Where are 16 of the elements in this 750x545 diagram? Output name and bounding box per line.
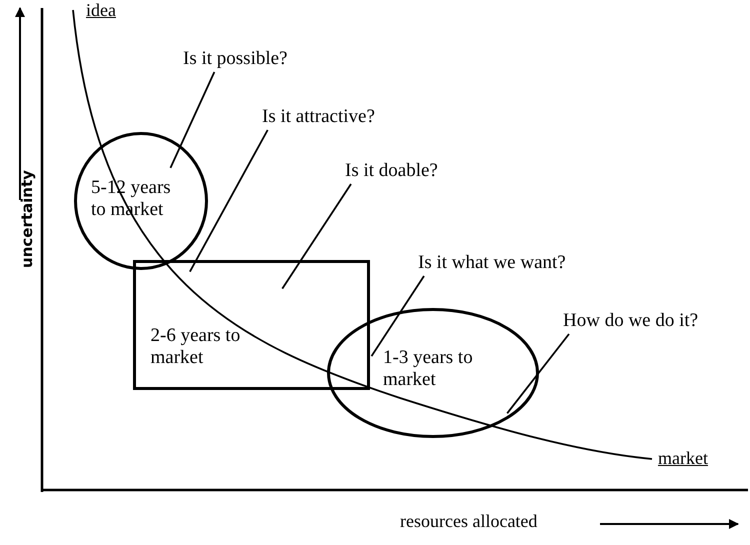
axis-title: resources allocated — [400, 511, 538, 532]
axis-title: uncertainty — [18, 170, 36, 268]
axis-end-label: idea — [86, 0, 116, 21]
question-text: Is it doable? — [345, 160, 438, 182]
question-text: Is it attractive? — [262, 106, 375, 128]
question-text: Is it what we want? — [418, 252, 566, 274]
leader-line — [189, 130, 268, 272]
question-text: How do we do it? — [563, 310, 698, 332]
axis-end-label: market — [658, 448, 708, 469]
question-text: Is it possible? — [183, 48, 288, 70]
duration-text: 1-3 years to market — [383, 347, 474, 391]
leader-line — [170, 72, 216, 168]
leader-line — [370, 276, 425, 357]
leader-line — [506, 333, 570, 414]
duration-text: 2-6 years to market — [150, 325, 242, 369]
leader-line — [282, 184, 352, 290]
